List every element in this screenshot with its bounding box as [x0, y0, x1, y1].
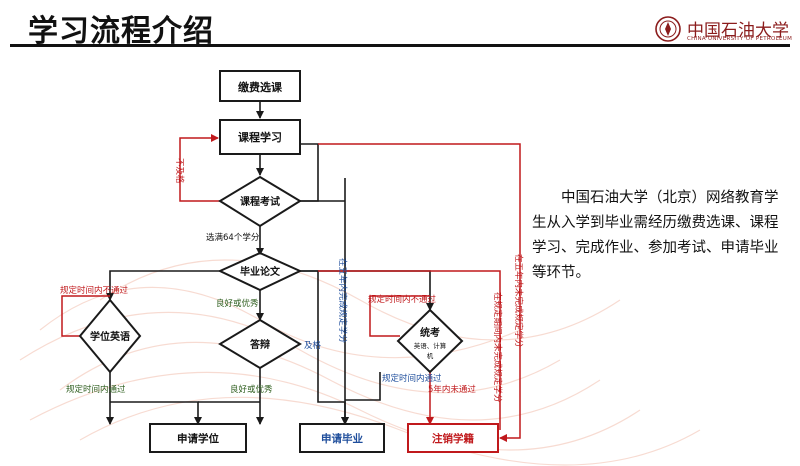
- node-defense-label: 答辩: [249, 338, 270, 351]
- label-exam-fail-in-time: 规定时间内不通过: [368, 294, 437, 305]
- node-pay-select: 缴费选课: [219, 70, 301, 102]
- university-logo: 中国石油大学 CHINA UNIVERSITY OF PETROLEUM: [655, 16, 795, 44]
- label-good-excellent-2: 良好或优秀: [230, 384, 273, 395]
- label-degree-fail-in-time: 规定时间内不通过: [60, 285, 129, 296]
- node-apply-degree: 申请学位: [149, 423, 247, 453]
- node-cancel-status-label: 注销学籍: [432, 432, 474, 445]
- label-five-year-done: 在五年内完成规定学分: [337, 258, 348, 344]
- label-exam-pass-in-time: 规定时间内通过: [382, 373, 442, 384]
- node-course-exam-label: 课程考试: [240, 195, 280, 208]
- node-defense: 答辩: [218, 318, 302, 370]
- node-apply-graduation-label: 申请毕业: [321, 432, 363, 445]
- node-cancel-status: 注销学籍: [407, 423, 499, 453]
- university-seal-icon: [655, 16, 681, 42]
- logo-subtitle: CHINA UNIVERSITY OF PETROLEUM: [687, 36, 793, 42]
- node-unified-exam-sub2: 机: [427, 351, 434, 360]
- label-pass: 及格: [304, 340, 322, 351]
- node-unified-exam: 统考 英语、计算 机: [396, 308, 464, 374]
- label-fail: 不及格: [174, 158, 185, 184]
- node-course-exam: 课程考试: [218, 175, 302, 228]
- node-apply-graduation: 申请毕业: [299, 423, 385, 453]
- degree-to-apply-connector: [110, 401, 260, 425]
- node-thesis: 毕业论文: [217, 251, 303, 292]
- label-five-year-fail: 5年内未通过: [428, 384, 476, 395]
- node-unified-exam-label: 统考: [420, 326, 440, 339]
- node-unified-exam-sub: 英语、计算: [414, 341, 447, 350]
- title-underline: [10, 44, 790, 47]
- node-course-study: 课程学习: [219, 119, 301, 155]
- node-degree-english: 学位英语: [78, 298, 142, 374]
- label-five-year-unfinished: 在五年内未完成规定学分: [513, 254, 524, 348]
- node-course-study-label: 课程学习: [238, 130, 282, 144]
- node-thesis-label: 毕业论文: [240, 265, 281, 278]
- label-credits-64: 选满64个学分: [206, 232, 260, 243]
- node-degree-english-label: 学位英语: [90, 330, 130, 343]
- label-good-excellent-1: 良好或优秀: [216, 298, 259, 309]
- label-stay-limit-unfinished: 在规定期间内未完成规定学分: [492, 292, 503, 403]
- node-pay-select-label: 缴费选课: [238, 80, 283, 94]
- label-degree-pass-in-time: 规定时间内通过: [66, 384, 126, 395]
- node-apply-degree-label: 申请学位: [177, 432, 219, 445]
- page-title: 学习流程介绍: [28, 14, 214, 49]
- description-text: 中国石油大学（北京）网络教育学生从入学到毕业需经历缴费选课、课程学习、完成作业、…: [532, 190, 779, 281]
- red-connectors: [61, 134, 521, 442]
- logo-name: 中国石油大学: [687, 21, 789, 41]
